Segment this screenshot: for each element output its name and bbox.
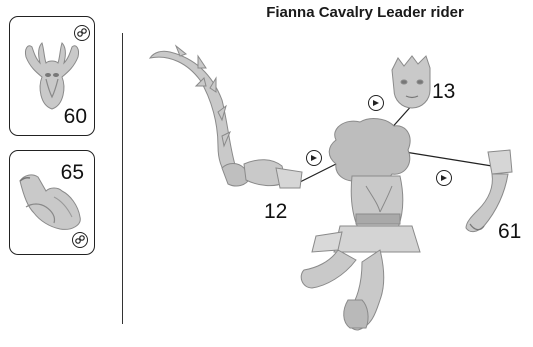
part-number-61: 61 — [498, 220, 521, 244]
glue-icon — [368, 95, 384, 111]
part-number-12: 12 — [264, 200, 287, 224]
left-arm-connector-line — [405, 152, 492, 166]
head-part — [392, 56, 430, 108]
glue-icon — [306, 150, 322, 166]
part-number-13: 13 — [432, 80, 455, 104]
glue-icon — [436, 170, 452, 186]
sword-arm-part — [150, 46, 302, 188]
